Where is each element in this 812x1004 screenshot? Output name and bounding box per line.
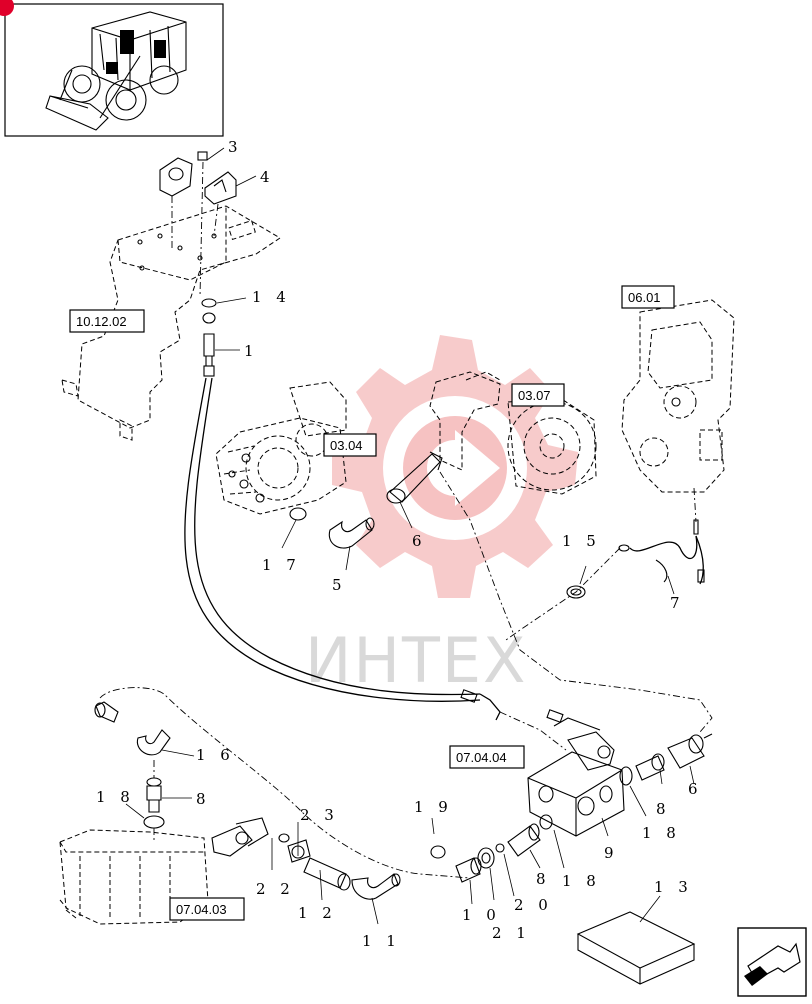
- callout-4: 4: [260, 168, 275, 186]
- callout-7: 7: [670, 594, 685, 612]
- ref-box-03-07[interactable]: 03.07: [511, 383, 565, 407]
- o-ring-part-19: [430, 845, 446, 859]
- fitting-part-6-lower: [667, 733, 713, 769]
- sensor-part-1: [201, 298, 217, 377]
- o-ring-part-18-left: [143, 815, 165, 829]
- callout-8-centre: 8: [536, 870, 551, 888]
- callout-19: 1 9: [414, 798, 453, 816]
- callout-18-centre: 1 8: [562, 872, 601, 890]
- pump-assembly: [215, 381, 347, 515]
- callout-8-right: 8: [656, 800, 671, 818]
- svg-text:10.12.02: 10.12.02: [76, 314, 127, 329]
- callout-10: 1 0: [462, 906, 501, 924]
- ref-box-06-01[interactable]: 06.01: [621, 285, 675, 309]
- svg-text:06.01: 06.01: [628, 290, 661, 305]
- callout-6-lower: 6: [688, 780, 703, 798]
- fitting-part-8-right: [635, 753, 665, 781]
- o-ring-part-18-right: [619, 766, 633, 786]
- fitting-part-8-left: [146, 777, 162, 813]
- svg-text:03.07: 03.07: [518, 388, 551, 403]
- callout-16: 1 6: [196, 746, 235, 764]
- elbow-part-5: [289, 507, 375, 549]
- ref-box-10-12-02[interactable]: 10.12.02: [69, 309, 145, 333]
- elbow-part-16: [94, 701, 171, 756]
- ref-box-03-04[interactable]: 03.04: [323, 433, 377, 457]
- bracket-part-4: [159, 151, 237, 205]
- callout-21: 2 1: [492, 924, 531, 942]
- adapter-part-22: [211, 817, 269, 857]
- callout-22: 2 2: [256, 880, 295, 898]
- callout-17: 1 7: [262, 556, 301, 574]
- callout-12: 1 2: [298, 904, 337, 922]
- callout-3: 3: [228, 138, 243, 156]
- harness-part-7: [618, 519, 705, 585]
- callout-20: 2 0: [514, 896, 553, 914]
- machine-thumbnail: [4, 3, 224, 137]
- callout-13: 1 3: [654, 878, 693, 896]
- callout-18-left: 1 8: [96, 788, 135, 806]
- fitting-part-23: [278, 833, 311, 863]
- diverter-valve-part-9: [527, 709, 625, 837]
- fitting-part-21: [477, 847, 495, 869]
- tube-part-12: [303, 857, 351, 891]
- callout-15: 1 5: [562, 532, 601, 550]
- callout-6-upper: 6: [412, 532, 427, 550]
- callout-18-right: 1 8: [642, 824, 681, 842]
- o-ring-part-18-centre: [539, 814, 553, 830]
- navigation-arrow-icon[interactable]: [737, 927, 807, 997]
- callout-9: 9: [604, 844, 619, 862]
- corner-badge: [0, 0, 14, 16]
- clip-part-15: [566, 585, 586, 599]
- mounting-plate: [61, 205, 281, 441]
- hose-part-6-upper: [386, 451, 443, 504]
- svg-text:03.04: 03.04: [330, 438, 363, 453]
- ref-box-07-04-03[interactable]: 07.04.03: [169, 897, 245, 921]
- fitting-part-8-centre: [507, 823, 541, 857]
- callout-8-left: 8: [196, 790, 211, 808]
- control-valve-stack: [621, 299, 735, 493]
- kit-part-13: [576, 911, 696, 985]
- plug-part-10: [455, 857, 482, 883]
- ref-box-07-04-04[interactable]: 07.04.04: [449, 745, 525, 769]
- callout-23: 2 3: [300, 806, 339, 824]
- elbow-part-11: [351, 873, 401, 900]
- svg-text:07.04.03: 07.04.03: [176, 902, 227, 917]
- svg-text:07.04.04: 07.04.04: [456, 750, 507, 765]
- callout-11: 1 1: [362, 932, 401, 950]
- callout-14: 1 4: [252, 288, 291, 306]
- callout-5: 5: [332, 576, 347, 594]
- o-ring-part-20: [495, 843, 505, 853]
- watermark-text: ИНТЕХ: [305, 624, 528, 697]
- callout-1: 1: [244, 342, 259, 360]
